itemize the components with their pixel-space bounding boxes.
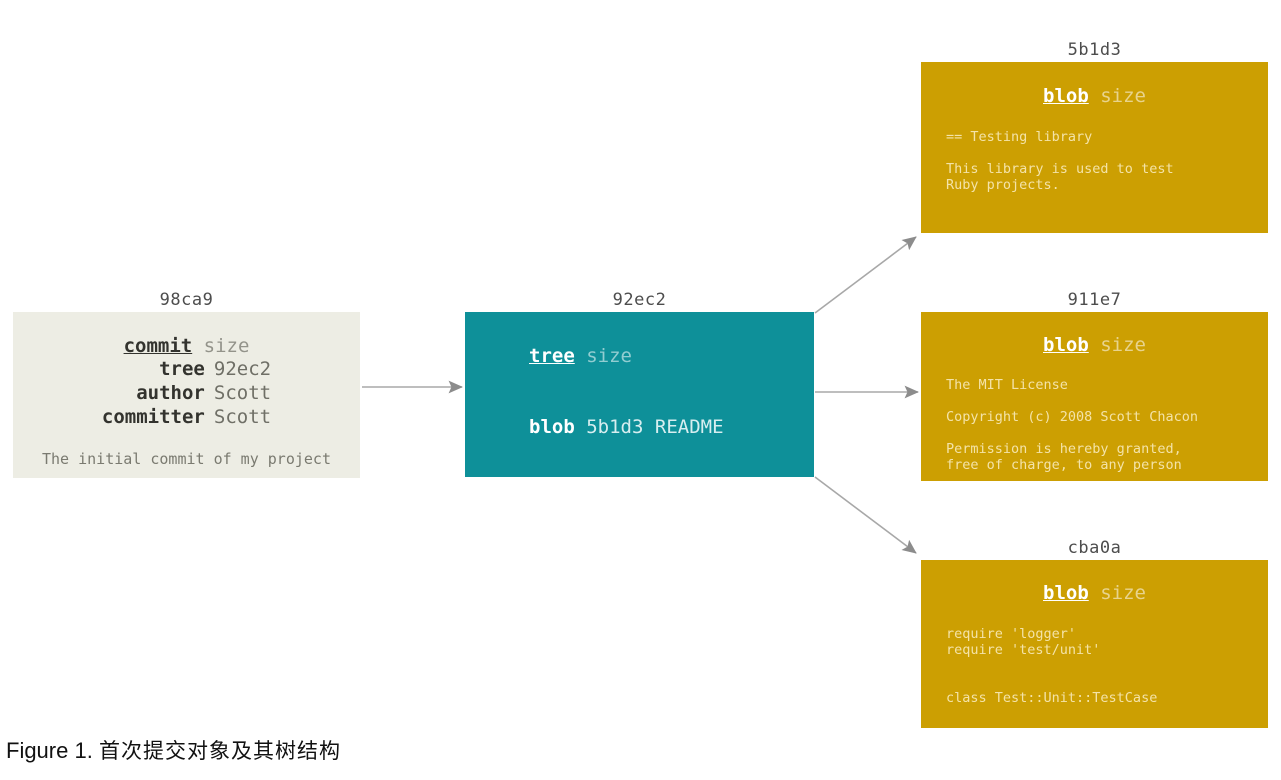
figure-caption-text: 首次提交对象及其树结构	[98, 739, 341, 763]
commit-size-label: size	[203, 335, 250, 357]
edge-tree-to-blob-5b1d3	[814, 236, 917, 314]
tree-entry-list: blob 5b1d3 README blob 911e7 LICENSE blo…	[465, 367, 814, 477]
tree-hash-label: 92ec2	[612, 290, 667, 310]
blob-kind-label: blob	[1043, 582, 1089, 604]
tree-kind-label: tree	[529, 345, 575, 367]
blob-content: == Testing library This library is used …	[946, 129, 1174, 193]
blob-header: blob size	[921, 582, 1268, 604]
commit-field-value: Scott	[213, 382, 272, 404]
commit-field-value: 92ec2	[213, 358, 272, 380]
commit-field-value: Scott	[213, 406, 272, 428]
blob-object-box-cba0a[interactable]: blob size require 'logger' require 'test…	[921, 560, 1268, 728]
edge-tree-to-blob-cba0a	[814, 476, 917, 554]
commit-field-key: committer	[101, 406, 205, 428]
blob-kind-label: blob	[1043, 334, 1089, 356]
commit-field-table: tree 92ec2 author Scott committer Scott	[102, 357, 271, 429]
tree-entry-name: README	[654, 416, 724, 438]
commit-field-row: author Scott	[102, 381, 271, 405]
figure-caption: Figure 1. 首次提交对象及其树结构	[6, 735, 341, 765]
blob-content: The MIT License Copyright (c) 2008 Scott…	[946, 377, 1198, 473]
blob-cba0a-hash-label: cba0a	[1067, 538, 1122, 558]
commit-message: The initial commit of my project	[42, 450, 331, 468]
figure-label: Figure 1.	[6, 738, 93, 763]
blob-size-label: size	[1100, 334, 1146, 356]
tree-entry-type: blob	[529, 416, 575, 438]
commit-header: commit size	[13, 335, 360, 357]
blob-size-label: size	[1100, 85, 1146, 107]
blob-911e7-hash-label: 911e7	[1067, 290, 1122, 310]
tree-size-label: size	[586, 345, 632, 367]
commit-hash-label: 98ca9	[159, 290, 214, 310]
blob-5b1d3-hash-label: 5b1d3	[1067, 40, 1122, 60]
commit-object-box[interactable]: commit size tree 92ec2 author Scott comm…	[13, 312, 360, 478]
commit-field-row: tree 92ec2	[102, 357, 271, 381]
blob-object-box-911e7[interactable]: blob size The MIT License Copyright (c) …	[921, 312, 1268, 481]
tree-entry-row: blob 5b1d3 README	[529, 415, 814, 439]
commit-field-row: committer Scott	[102, 405, 271, 429]
commit-field-key: tree	[159, 358, 205, 380]
blob-header: blob size	[921, 334, 1268, 356]
blob-content: require 'logger' require 'test/unit' cla…	[946, 626, 1158, 706]
blob-object-box-5b1d3[interactable]: blob size == Testing library This librar…	[921, 62, 1268, 233]
commit-field-key: author	[136, 382, 205, 404]
blob-header: blob size	[921, 85, 1268, 107]
blob-size-label: size	[1100, 582, 1146, 604]
tree-entry-hash: 5b1d3	[586, 416, 644, 438]
blob-kind-label: blob	[1043, 85, 1089, 107]
tree-object-box[interactable]: tree size blob 5b1d3 README blob 911e7 L…	[465, 312, 814, 477]
commit-kind-label: commit	[123, 335, 193, 357]
tree-header: tree size	[465, 345, 814, 367]
